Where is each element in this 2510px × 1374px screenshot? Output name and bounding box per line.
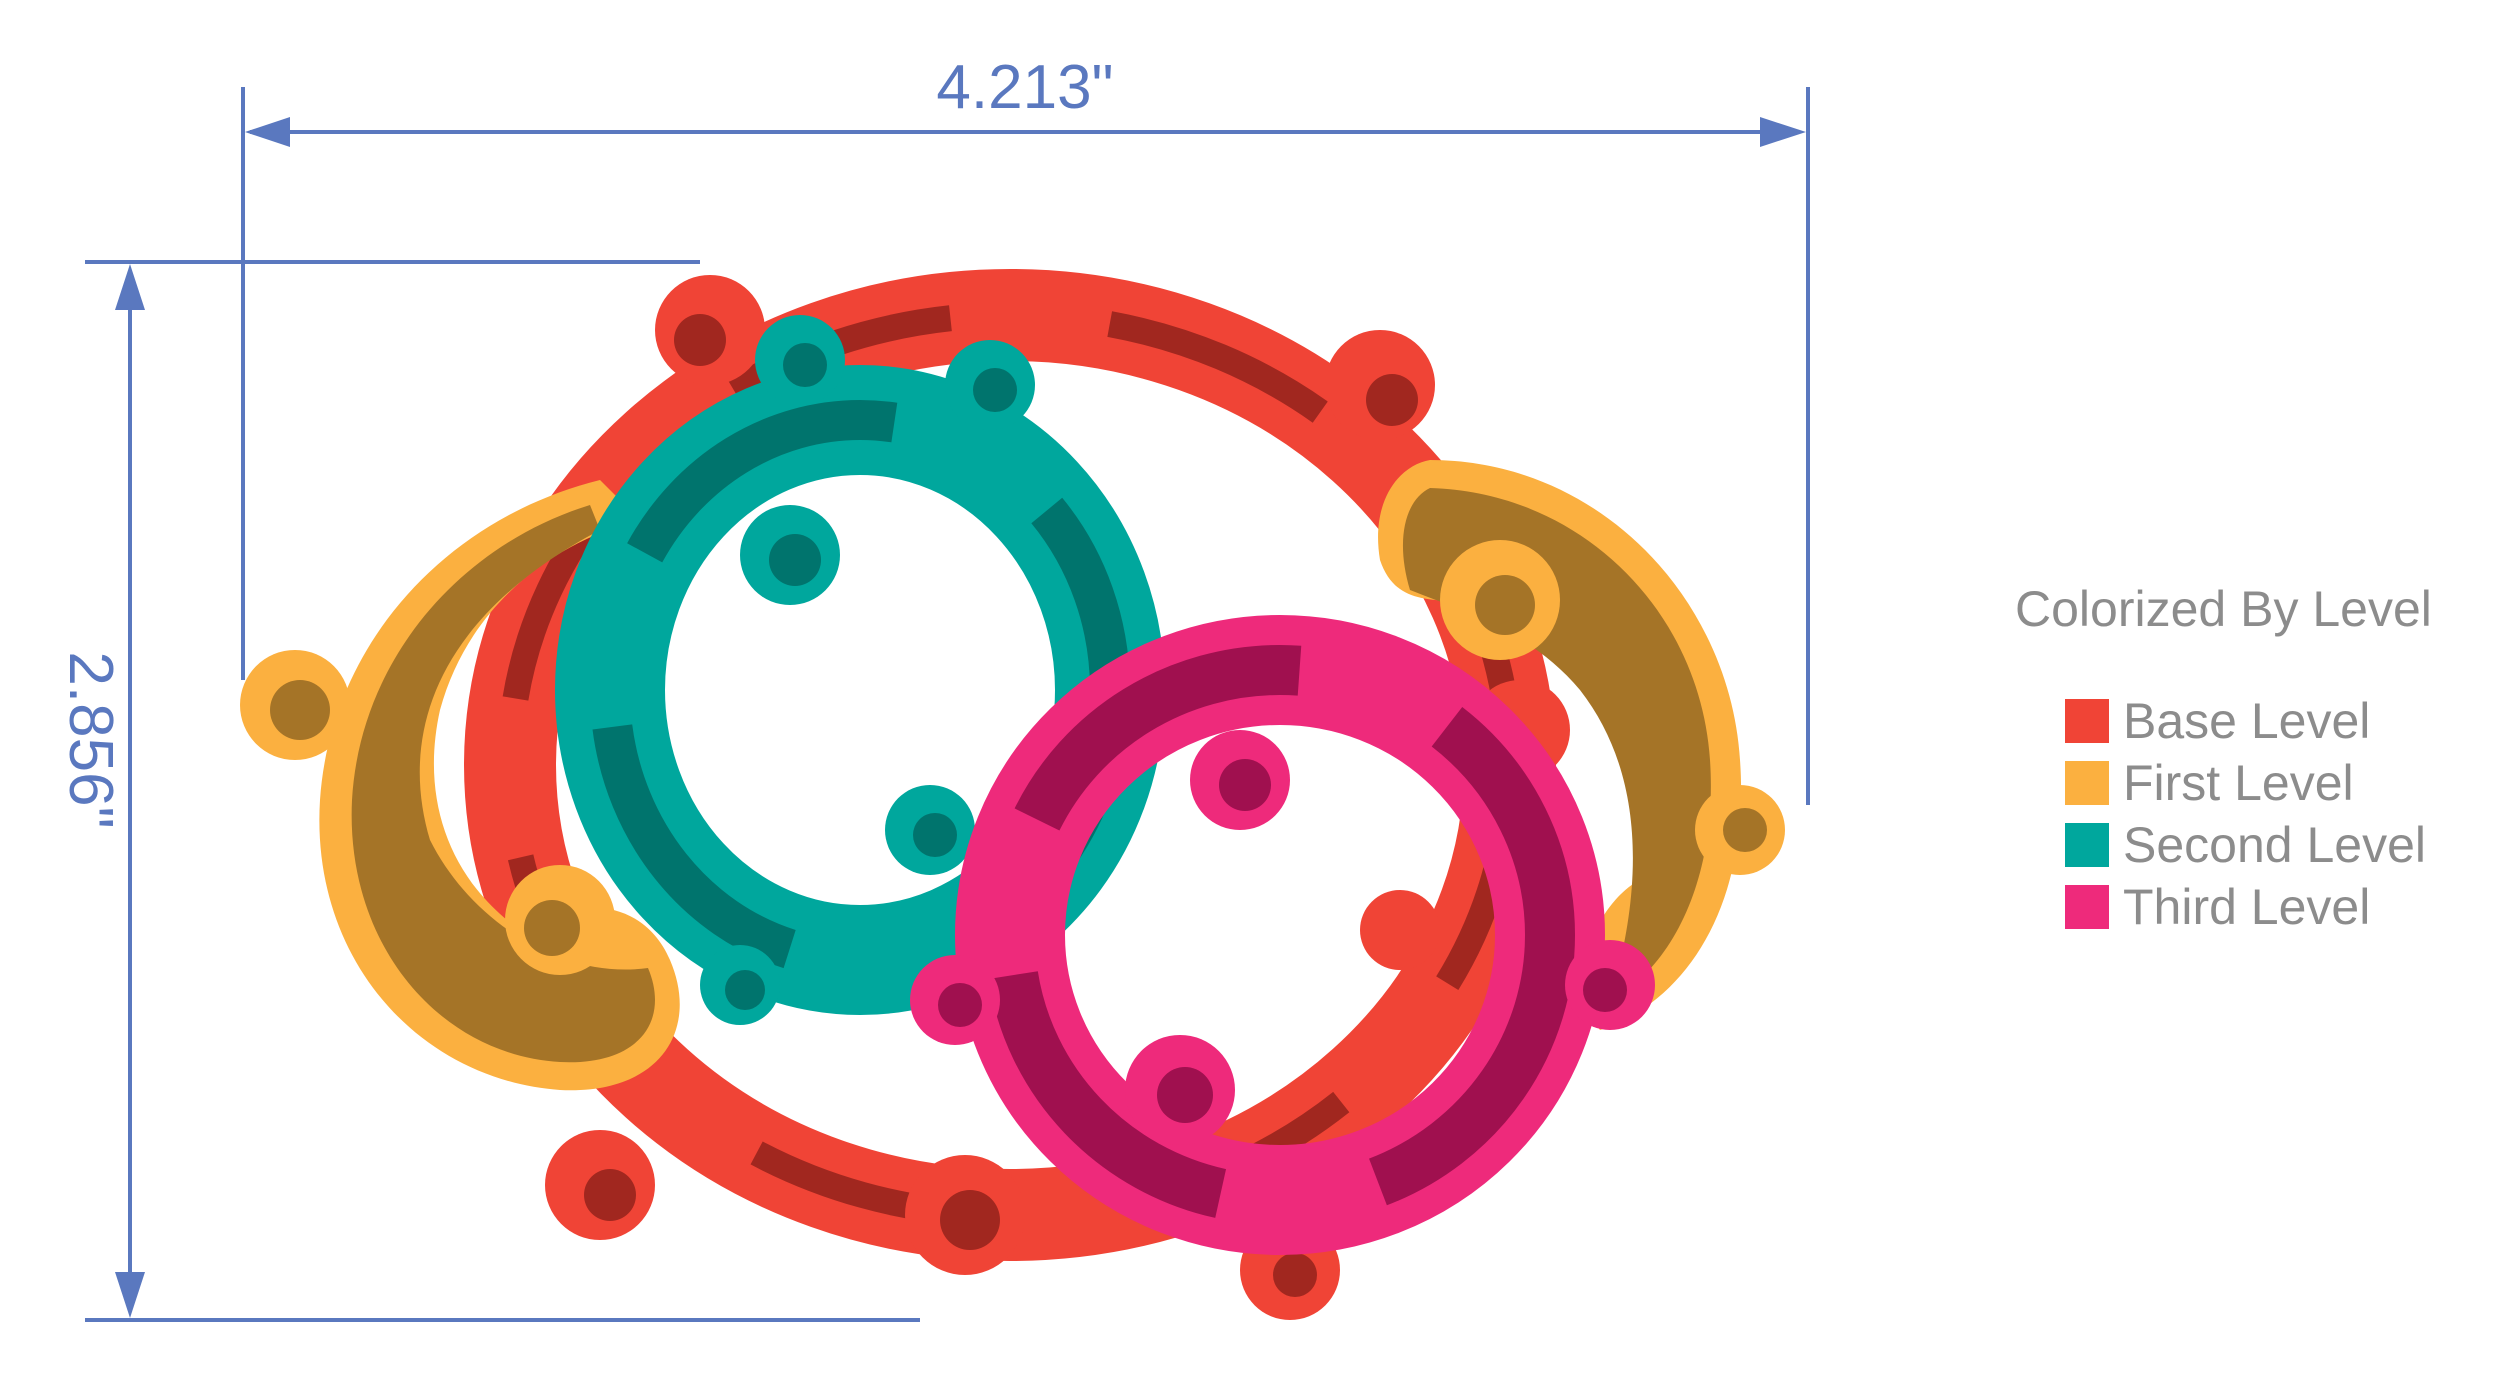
legend-item-first: First Level	[2065, 752, 2426, 814]
third-curl-inner	[1583, 968, 1627, 1012]
legend-swatch-third	[2065, 885, 2109, 929]
first-left-curl-inner	[270, 680, 330, 740]
legend-swatch-second	[2065, 823, 2109, 867]
third-curl-inner	[1219, 759, 1271, 811]
third-ring-shade	[985, 645, 1575, 1225]
width-arrow-right	[1760, 117, 1806, 147]
base-curl-inner	[940, 1190, 1000, 1250]
legend-item-base: Base Level	[2065, 690, 2426, 752]
height-arrow-top	[115, 264, 145, 310]
legend-item-second: Second Level	[2065, 814, 2426, 876]
legend-swatch-base	[2065, 699, 2109, 743]
width-label: 4.213"	[936, 53, 1113, 122]
legend-swatch-first	[2065, 761, 2109, 805]
second-curl-inner	[973, 368, 1017, 412]
first-right-tail-curl-inner	[1723, 808, 1767, 852]
third-curl-inner	[938, 983, 982, 1027]
height-arrow-bottom	[115, 1272, 145, 1318]
second-curl-inner	[725, 970, 765, 1010]
base-curl-inner	[1273, 1253, 1317, 1297]
width-arrow-left	[245, 117, 290, 147]
legend-title: Colorized By Level	[2015, 581, 2432, 637]
base-curl-inner	[674, 314, 726, 366]
legend: Base Level First Level Second Level Thir…	[2065, 690, 2426, 938]
third-level-ornament	[910, 615, 1655, 1255]
first-right-curl-inner	[1475, 575, 1535, 635]
legend-label-third: Third Level	[2123, 879, 2371, 935]
base-curl-inner	[1366, 374, 1418, 426]
first-level-ornament	[240, 460, 1785, 1091]
first-left-scroll-shade	[351, 505, 655, 1063]
second-curl-inner	[769, 534, 821, 586]
second-curl-inner	[783, 343, 827, 387]
legend-item-third: Third Level	[2065, 876, 2426, 938]
base-curl	[1360, 890, 1440, 970]
height-dimension: 2.856"	[56, 260, 920, 1322]
legend-label-second: Second Level	[2123, 817, 2427, 873]
legend-label-base: Base Level	[2123, 693, 2371, 749]
legend-label-first: First Level	[2123, 755, 2354, 811]
height-label: 2.856"	[56, 651, 125, 828]
third-curl-inner	[1157, 1067, 1213, 1123]
base-curl-inner	[584, 1169, 636, 1221]
first-left-lower-curl-inner	[524, 900, 580, 956]
second-curl-inner	[913, 813, 957, 857]
width-dimension: 4.213"	[241, 53, 1810, 805]
